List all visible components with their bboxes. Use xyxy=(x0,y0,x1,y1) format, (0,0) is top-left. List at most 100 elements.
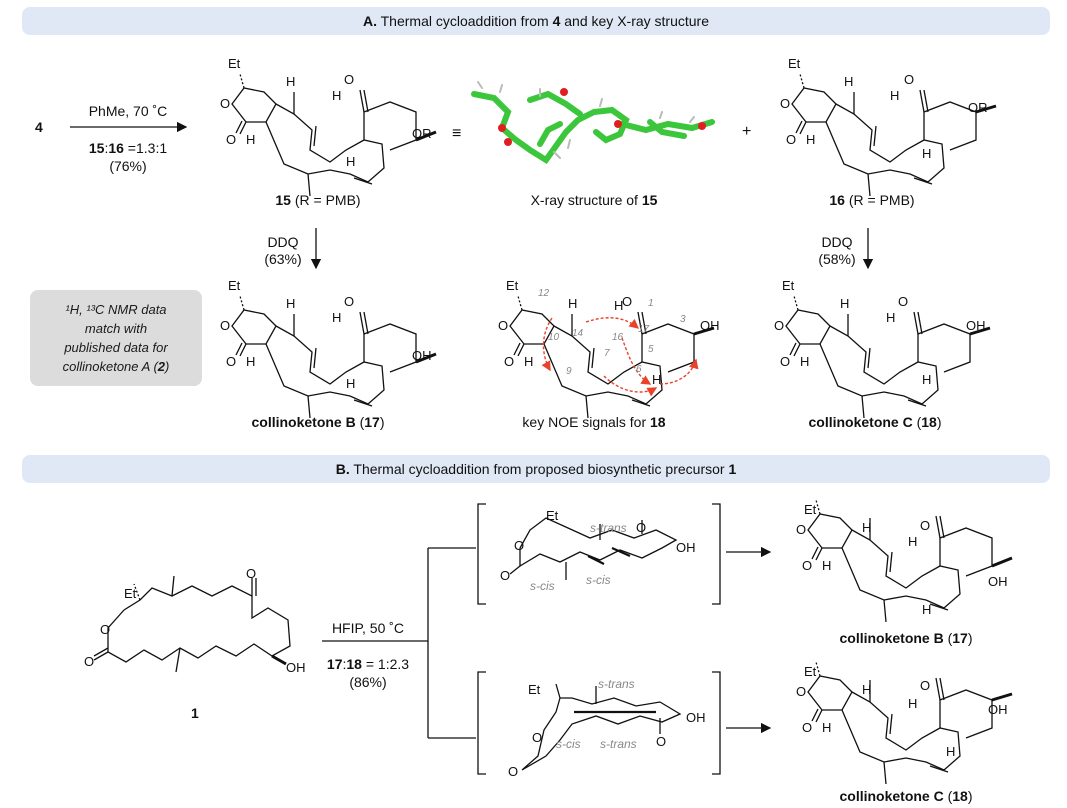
atom-h: H xyxy=(614,298,623,313)
atom-h: H xyxy=(822,720,831,735)
noe-num-17: 17 xyxy=(638,324,650,335)
atom-o: O xyxy=(500,568,510,583)
noe-num-5: 5 xyxy=(648,344,654,355)
section-a-title-tail: and key X-ray structure xyxy=(560,13,709,29)
atom-et: Et xyxy=(782,278,795,293)
label-s-trans-bottom-1: s-trans xyxy=(598,677,635,691)
noe-caption: key NOE signals for 18 xyxy=(522,414,665,430)
atom-o: O xyxy=(796,684,806,699)
product-c-label: collinoketone C (18) xyxy=(839,788,973,804)
atom-o: O xyxy=(246,566,256,581)
hfip-reagent-label: HFIP, 50 ˚C xyxy=(331,620,405,636)
xray-caption-text: X-ray structure of xyxy=(530,192,642,208)
collinoketone-c-label: collinoketone C (18) xyxy=(808,414,942,430)
atom-h: H xyxy=(246,132,255,147)
ddq-right-yield: (58%) xyxy=(818,251,856,267)
atom-o: O xyxy=(920,678,930,693)
label-s-cis-bottom: s-cis xyxy=(556,737,581,751)
note-line-3: published data for xyxy=(64,340,168,355)
structure-18-noe xyxy=(509,295,715,419)
atom-o: O xyxy=(508,764,518,779)
atom-h: H xyxy=(524,354,533,369)
compound-16-r: (R = PMB) xyxy=(844,192,915,208)
ddq-left-label: DDQ xyxy=(267,234,299,250)
structure-18-final xyxy=(807,661,1013,785)
atom-o: O xyxy=(636,520,646,535)
structure-17-final xyxy=(807,499,1013,623)
atom-et: Et xyxy=(788,56,801,71)
noe-atom-numbers: 12 10 14 16 17 1 3 5 7 6 9 xyxy=(538,288,686,377)
noe-caption-text: key NOE signals for xyxy=(522,414,651,430)
structure-1 xyxy=(93,575,291,673)
atom-o: O xyxy=(514,538,524,553)
atom-et: Et xyxy=(228,56,241,71)
ratio-compound-16: 16 xyxy=(108,140,124,156)
section-a-title: Thermal cycloaddition from xyxy=(376,13,553,29)
compound-15-r: (R = PMB) xyxy=(290,192,361,208)
atom-oh: OH xyxy=(966,318,986,333)
atom-oh: OH xyxy=(686,710,706,725)
noe-num-14: 14 xyxy=(572,328,584,339)
product-b-number: 17 xyxy=(952,630,968,646)
atom-o: O xyxy=(622,294,632,309)
noe-num-16: 16 xyxy=(612,332,624,343)
atom-o: O xyxy=(532,730,542,745)
start-compound-4: 4 xyxy=(35,119,43,135)
hfip-ratio-18: 18 xyxy=(346,656,362,672)
atom-oh: OH xyxy=(412,348,432,363)
noe-num-7: 7 xyxy=(604,348,610,359)
noe-num-1: 1 xyxy=(648,298,654,309)
atom-h: H xyxy=(908,534,917,549)
atom-h: H xyxy=(246,354,255,369)
section-a-letter: A. xyxy=(362,13,377,29)
atom-h: H xyxy=(286,296,295,311)
section-b-title: Thermal cycloaddition from proposed bios… xyxy=(349,461,729,477)
atom-labels: Et O O H H H O H OR Et O O H H H O H OR … xyxy=(84,56,1008,779)
structure-15 xyxy=(231,73,437,197)
atom-o: O xyxy=(504,354,514,369)
hfip-ratio-17: 17 xyxy=(326,656,343,672)
atom-oh: OH xyxy=(676,540,696,555)
label-s-cis-top-2: s-cis xyxy=(586,573,611,587)
structure-17 xyxy=(231,295,437,419)
compound-16-label: 16 (R = PMB) xyxy=(829,192,914,208)
atom-o: O xyxy=(780,96,790,111)
atom-et: Et xyxy=(546,508,559,523)
atom-h: H xyxy=(862,520,871,535)
atom-h: H xyxy=(946,744,955,759)
xray-compound-number: 15 xyxy=(641,192,658,208)
atom-et: Et xyxy=(506,278,519,293)
atom-o: O xyxy=(498,318,508,333)
plus-symbol: + xyxy=(742,123,752,140)
compound-15-number: 15 xyxy=(275,192,291,208)
ddq-right-label: DDQ xyxy=(821,234,853,250)
noe-num-12: 12 xyxy=(538,288,550,299)
atom-et: Et xyxy=(228,278,241,293)
atom-o: O xyxy=(904,72,914,87)
xray-structure-15 xyxy=(471,81,715,165)
atom-o: O xyxy=(802,720,812,735)
structure-18 xyxy=(785,295,991,419)
ddq-left-yield: (63%) xyxy=(264,251,302,267)
atom-oh: OH xyxy=(700,318,720,333)
nmr-note-box: ¹H, ¹³C NMR data match with published da… xyxy=(30,290,202,386)
noe-compound-number: 18 xyxy=(650,414,666,430)
collinoketone-b-label: collinoketone B (17) xyxy=(251,414,385,430)
atom-h: H xyxy=(806,132,815,147)
atom-o: O xyxy=(84,654,94,669)
product-b-label: collinoketone B (17) xyxy=(839,630,973,646)
reagent-label: PhMe, 70 ˚C xyxy=(88,103,168,119)
product-c-number: 18 xyxy=(952,788,968,804)
hfip-ratio-value: = 1:2.3 xyxy=(361,656,410,672)
noe-num-6: 6 xyxy=(636,364,642,375)
atom-h: H xyxy=(568,296,577,311)
atom-h: H xyxy=(862,682,871,697)
atom-h: H xyxy=(286,74,295,89)
section-a-header: A. Thermal cycloaddition from 4 and key … xyxy=(22,7,1050,35)
atom-h: H xyxy=(822,558,831,573)
atom-oh: OH xyxy=(286,660,306,675)
product-b-name: collinoketone B xyxy=(839,630,944,646)
atom-o: O xyxy=(786,132,796,147)
atom-o: O xyxy=(774,318,784,333)
conformer-top xyxy=(509,517,678,580)
